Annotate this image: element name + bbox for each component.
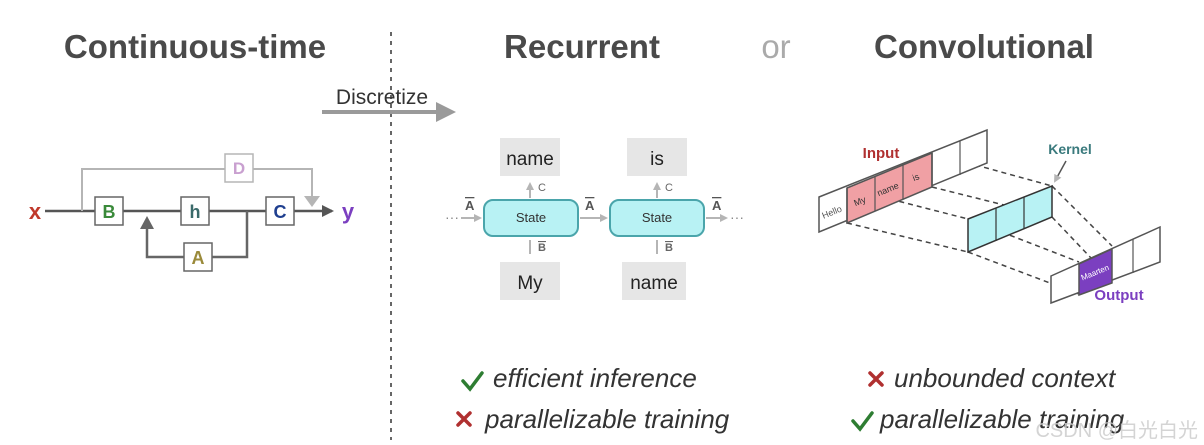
output-cell	[1078, 247, 1113, 297]
discretize-label: Discretize	[336, 86, 428, 109]
b-bar-label-2: B	[665, 242, 673, 254]
c-box	[265, 196, 295, 226]
a-bar-label-middle: A	[585, 198, 595, 213]
title-or: or	[761, 28, 790, 65]
a-bar-label-right: A	[712, 198, 722, 213]
recurrent-output-2: is	[650, 149, 664, 170]
state-cell-2	[609, 199, 705, 237]
recurrent-output-box-2	[627, 138, 687, 176]
conv-dash-7	[967, 251, 1080, 295]
title-recurrent: Recurrent	[504, 28, 660, 65]
input-label: Input	[863, 145, 900, 162]
kernel-pointer-arrow	[1054, 160, 1067, 183]
recurrent-diagram: name is C C State State ··· A A A ··· B …	[445, 138, 744, 300]
h-box	[180, 196, 210, 226]
x-label: x	[29, 199, 42, 224]
output-label: Output	[1094, 287, 1143, 304]
kernel-label: Kernel	[1048, 141, 1092, 157]
d-skip-path	[81, 168, 313, 211]
recurrent-output-1: name	[506, 149, 554, 170]
check-icon	[461, 371, 484, 392]
recurrent-input-1: My	[517, 273, 543, 294]
state-label-1: State	[516, 210, 546, 225]
conv-dash-3	[846, 222, 969, 253]
watermark: CSDN @白光白光	[1035, 419, 1198, 442]
title-convolutional: Convolutional	[874, 28, 1094, 65]
recurrent-input-2: name	[630, 273, 678, 294]
c-label-1: C	[538, 182, 546, 194]
convolutional-prop-1-text: unbounded context	[894, 363, 1117, 393]
d-box	[224, 153, 254, 183]
recurrent-input-box-2	[622, 262, 686, 300]
recurrent-input-box-1	[500, 262, 560, 300]
cross-icon	[456, 411, 472, 427]
convolutional-prop-2: parallelizable training	[851, 404, 1125, 434]
ellipsis-right: ···	[730, 209, 744, 225]
recurrent-output-box-1	[500, 138, 560, 176]
c-box-label: C	[274, 202, 287, 222]
ellipsis-left: ···	[445, 209, 459, 225]
check-icon	[851, 411, 874, 432]
discretize-arrow-head	[436, 102, 456, 122]
a-bar-label-left: A	[465, 198, 475, 213]
cross-icon	[868, 371, 884, 387]
a-feedback-arrowhead	[140, 216, 154, 229]
state-cell-1	[483, 199, 579, 237]
input-token-4: is	[911, 171, 921, 183]
b-bar-label-1: B	[538, 242, 546, 254]
recurrent-prop-2: parallelizable training	[456, 404, 730, 434]
recurrent-prop-1: efficient inference	[461, 363, 697, 393]
convolutional-diagram: Hello My name is Input Kernel Maarten Ou…	[818, 128, 1161, 305]
input-token-2: My	[852, 194, 867, 208]
a-box-label: A	[192, 248, 205, 268]
y-label: y	[342, 199, 355, 224]
recurrent-prop-1-text: efficient inference	[493, 363, 697, 393]
a-box	[183, 242, 213, 272]
convolutional-properties: unbounded context parallelizable trainin…	[851, 363, 1125, 434]
recurrent-prop-2-text: parallelizable training	[484, 404, 730, 434]
kernel	[967, 184, 1053, 254]
state-label-2: State	[642, 210, 672, 225]
b-box-label: B	[103, 202, 116, 222]
convolutional-prop-2-text: parallelizable training	[879, 404, 1125, 434]
d-skip-arrowhead	[304, 196, 320, 207]
h-box-label: h	[190, 202, 201, 222]
convolutional-prop-1: unbounded context	[868, 363, 1117, 393]
continuous-time-diagram: x y D B h C A	[29, 153, 355, 272]
c-label-2: C	[665, 182, 673, 194]
conv-dash-6	[1051, 185, 1113, 247]
d-box-label: D	[233, 159, 245, 178]
title-continuous-time: Continuous-time	[64, 28, 326, 65]
recurrent-properties: efficient inference parallelizable train…	[456, 363, 730, 434]
b-box	[94, 196, 124, 226]
